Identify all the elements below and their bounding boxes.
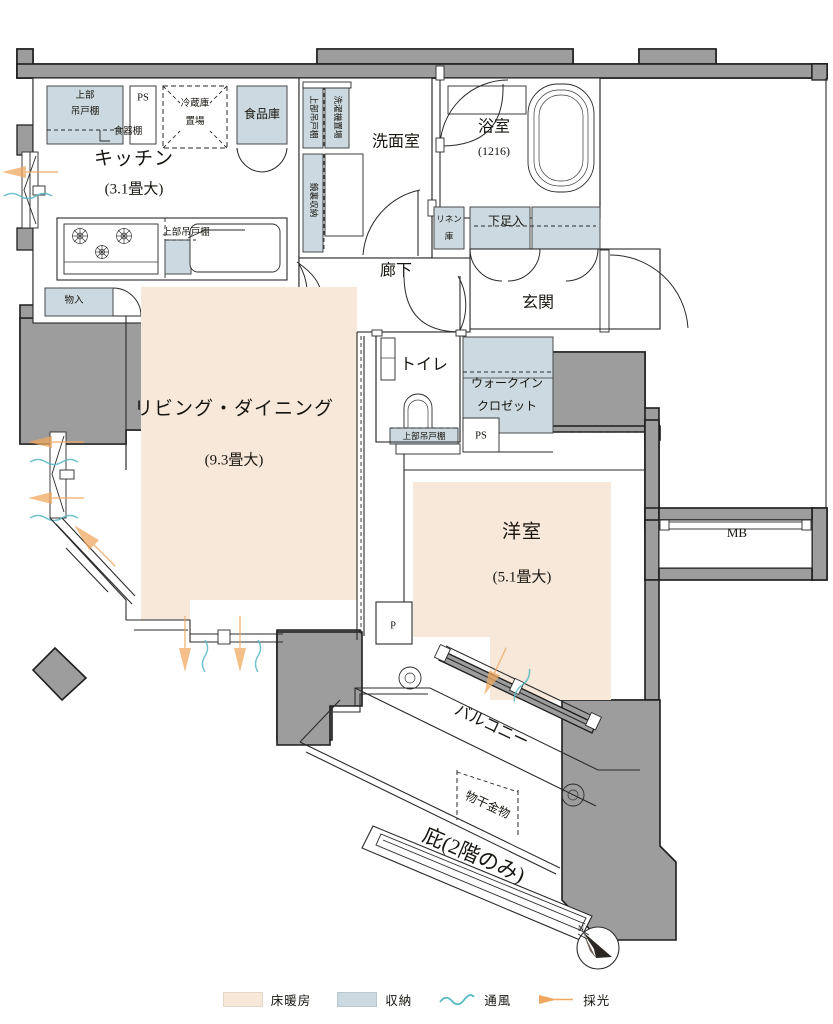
pantry-cabinet <box>236 85 288 145</box>
fridge-label-b: 置場 <box>185 115 205 127</box>
living-dining-area <box>141 287 365 640</box>
pipe-space-p <box>375 601 413 645</box>
daylight-marker-2 <box>28 436 84 448</box>
bedroom-area: (5.1畳大) <box>493 568 552 585</box>
daylight-marker-3 <box>28 492 84 504</box>
toilet-area <box>371 329 467 445</box>
upper-cabinet-1 <box>46 85 124 145</box>
storage-mono-label: 物入 <box>64 294 84 306</box>
toilet-label: トイレ <box>400 357 448 374</box>
mb-label: MB <box>727 525 748 540</box>
shoe-box-right <box>531 206 601 250</box>
swatch-beige-icon <box>222 992 263 1007</box>
stove-burners <box>72 228 132 259</box>
mirror-storage <box>302 153 324 253</box>
entrance-label: 玄関 <box>522 294 554 312</box>
sink <box>189 223 281 273</box>
shoe-box-label: 下足入 <box>488 214 524 228</box>
upper-cabinet-label-3: 上部吊戸棚 <box>309 96 320 139</box>
bath-size: (1216) <box>478 144 510 158</box>
wic-storage <box>462 336 554 434</box>
ps-label-2: PS <box>475 430 487 441</box>
kitchen-label: キッチン <box>94 148 174 169</box>
swatch-bluegray-icon <box>337 992 378 1007</box>
living-label: リビング・ダイニング <box>134 397 334 419</box>
legend-item-storage: 収納 <box>337 990 412 1009</box>
stove <box>63 223 159 275</box>
bedroom-area <box>395 443 645 700</box>
legend: 床暖房 収納 通風 採光 <box>0 975 833 1024</box>
toilet-tank-shelf <box>380 337 396 381</box>
pantry-label: 食品庫 <box>244 106 280 121</box>
upper-cabinet-label-2: 上部吊戸棚 <box>162 226 210 238</box>
cupboard-label: 食器棚 <box>114 125 143 137</box>
bath-area <box>435 65 601 219</box>
living-area: (9.3畳大) <box>205 451 264 468</box>
arrow-icon <box>539 995 574 1004</box>
vent-marker-4 <box>201 639 209 673</box>
legend-label-storage: 収納 <box>385 994 413 1008</box>
entry-door <box>599 249 610 333</box>
washroom-label: 洗面室 <box>372 133 420 151</box>
daylight-marker-5 <box>179 616 191 672</box>
bath-label: 浴室 <box>478 118 510 136</box>
compass-rose <box>576 926 620 970</box>
linen-label-b: 庫 <box>445 230 454 241</box>
vent-marker-3 <box>29 514 79 522</box>
ps-label-1: PS <box>137 92 149 103</box>
legend-label-floor-heating: 床暖房 <box>270 994 312 1008</box>
washroom-vertical-labels: 上部吊戸棚 洗濯機置場 鏡裏収納 <box>309 96 344 218</box>
legend-item-ventilation: 通風 <box>438 990 511 1009</box>
kitchen-area: (3.1畳大) <box>105 180 164 197</box>
washer-label: 洗濯機置場 <box>333 96 344 139</box>
bathtub <box>527 83 595 193</box>
linen-closet <box>433 206 465 250</box>
upper-cabinet-label-1b: 吊戸棚 <box>71 105 100 117</box>
balcony-label: バルコニー <box>452 702 531 751</box>
corridor-label: 廊下 <box>380 262 412 280</box>
floor-heating-ld <box>141 287 357 547</box>
shoe-box-left <box>469 206 531 250</box>
ps-box-1 <box>129 85 157 145</box>
mirror-storage-label: 鏡裏収納 <box>309 183 320 217</box>
washroom-area <box>298 77 437 259</box>
linen-label-a: リネン <box>436 214 462 224</box>
left-windows <box>2 151 283 673</box>
fridge-label-a: 冷蔵庫 <box>181 97 210 109</box>
storage-mono <box>44 287 114 317</box>
legend-item-daylight: 採光 <box>537 990 610 1009</box>
walk-in-closet <box>462 336 645 453</box>
entrance-area <box>433 206 689 333</box>
balcony-window-markers <box>484 647 531 702</box>
structural-walls <box>16 48 828 941</box>
fridge-space <box>162 85 228 149</box>
wic-label-b: クロゼット <box>477 399 537 413</box>
bedroom-label: 洋室 <box>502 520 542 542</box>
wic-label-a: ウォークイン <box>471 376 543 390</box>
vent-marker-1 <box>3 192 53 200</box>
upper-cabinet-label-1a: 上部 <box>75 89 94 101</box>
daylight-marker-6 <box>234 616 246 672</box>
pipe-p-label: P <box>390 620 396 631</box>
vent-marker-5 <box>254 639 262 673</box>
vent-marker-2 <box>29 458 79 466</box>
upper-cabinet-label-4: 上部吊戸棚 <box>403 430 446 441</box>
daylight-marker-4 <box>74 525 116 567</box>
balcony-area <box>299 601 640 875</box>
legend-label-ventilation: 通風 <box>484 994 512 1008</box>
laundry-hanger-label: 物干金物 <box>463 787 513 821</box>
mb-area <box>658 519 813 569</box>
compass-n-label: N <box>578 923 585 933</box>
legend-item-floor-heating: 床暖房 <box>222 990 312 1009</box>
daylight-marker-1 <box>2 166 58 178</box>
wave-icon <box>439 994 475 1006</box>
legend-label-daylight: 採光 <box>583 994 611 1008</box>
washer-space <box>324 85 350 149</box>
